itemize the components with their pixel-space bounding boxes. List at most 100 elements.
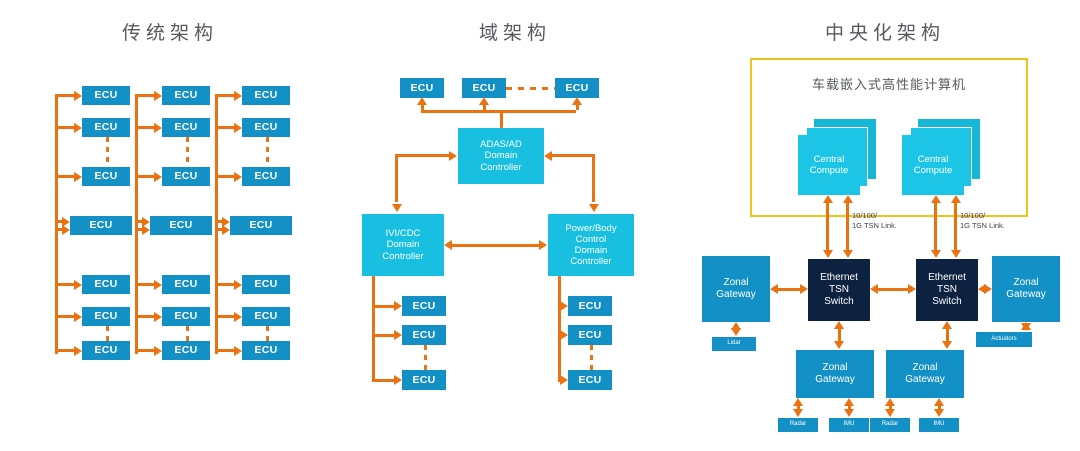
arrow-up-icon [479,97,489,105]
legacy-ecu-box[interactable]: ECU [242,307,290,326]
arrow-down-icon [950,250,961,258]
legacy-ecu-box[interactable]: ECU [242,167,290,186]
sensor-imu-box[interactable]: IMU [919,418,959,432]
arrow-right-icon [234,345,242,356]
legacy-ecu-box[interactable]: ECU [162,167,210,186]
legacy-ecu-box[interactable]: ECU [242,341,290,360]
legacy-ecu-box-label: ECU [254,344,278,357]
domain-link-adas-pb [592,154,595,202]
arrow-right-icon [154,122,162,133]
sensor-actuators-box[interactable]: Actuators [976,332,1032,347]
arrow-right-icon [74,279,82,290]
legacy-dashed-link [186,137,189,167]
legacy-feeder [55,315,75,318]
legacy-ecu-box[interactable]: ECU [150,216,212,235]
legacy-feeder [135,175,155,178]
legacy-dashed-link [266,326,269,341]
arrow-up-icon [844,398,854,406]
legacy-feeder [135,349,155,352]
legacy-ecu-box[interactable]: ECU [230,216,292,235]
sensor-radar-box-label: Radar [881,421,899,428]
legacy-bus-lower-col1 [55,228,58,354]
legacy-ecu-box[interactable]: ECU [82,167,130,186]
legacy-ecu-box-label: ECU [94,278,118,291]
legacy-feeder [135,228,143,231]
arrow-right-icon [154,345,162,356]
sensor-radar-box-label: Radar [789,421,807,428]
legacy-ecu-box[interactable]: ECU [70,216,132,235]
domain-left-feeder [372,304,395,308]
link-switch-bottom-gateway [945,329,949,342]
sensor-imu-box[interactable]: IMU [829,418,869,432]
sensor-lidar-box[interactable]: Lidar [712,337,756,351]
sensor-radar-box[interactable]: Radar [778,418,818,432]
arrow-down-icon [793,409,803,417]
legacy-ecu-box[interactable]: ECU [242,275,290,294]
domain-right-ecu-box[interactable]: ECU [568,296,612,316]
legacy-ecu-box[interactable]: ECU [82,275,130,294]
domain-top-ecu-box[interactable]: ECU [400,78,444,98]
arrow-up-icon [934,398,944,406]
arrow-left-icon [978,284,986,294]
domain-left-ecu-box[interactable]: ECU [402,296,446,316]
legacy-ecu-box[interactable]: ECU [162,86,210,105]
legacy-feeder [215,175,235,178]
arrow-right-icon [234,311,242,322]
legacy-ecu-box-label: ECU [174,310,198,323]
legacy-ecu-box[interactable]: ECU [82,86,130,105]
domain-left-feeder [372,378,395,382]
domain-left-ecu-box-label: ECU [412,299,436,312]
legacy-ecu-box[interactable]: ECU [242,86,290,105]
legacy-feeder [215,349,235,352]
tsn-link-line [954,203,957,251]
arrow-right-icon [222,224,230,235]
legacy-ecu-box[interactable]: ECU [162,275,210,294]
legacy-feeder [55,126,75,129]
arrow-down-icon [842,250,853,258]
domain-right-ecu-box[interactable]: ECU [568,370,612,390]
domain-top-ecu-box[interactable]: ECU [555,78,599,98]
sensor-imu-box-label: IMU [933,421,945,428]
legacy-dashed-link [266,137,269,167]
legacy-ecu-box[interactable]: ECU [162,307,210,326]
domain-left-ecu-box[interactable]: ECU [402,370,446,390]
domain-link-adas-pb [552,154,592,157]
domain-right-ecu-box-label: ECU [578,373,602,386]
legacy-ecu-box[interactable]: ECU [242,118,290,137]
legacy-ecu-box[interactable]: ECU [162,341,210,360]
domain-right-ecu-box[interactable]: ECU [568,325,612,345]
legacy-ecu-box[interactable]: ECU [82,307,130,326]
legacy-ecu-box[interactable]: ECU [82,118,130,137]
legacy-diagram-canvas: ECU ECU ECU ECU ECU ECU ECU ECU ECU ECU ECU ECU ECU E… [0,0,340,451]
tsn-link-line [846,203,849,251]
legacy-ecu-box[interactable]: ECU [82,341,130,360]
sensor-radar-box[interactable]: Radar [870,418,910,432]
hpc-boundary-box [750,58,1028,217]
arrow-down-icon [822,250,833,258]
domain-bus-top [420,110,576,113]
domain-top-ecu-box[interactable]: ECU [462,78,506,98]
arrow-down-icon [930,250,941,258]
arrow-right-icon [234,122,242,133]
domain-left-ecu-box[interactable]: ECU [402,325,446,345]
arrow-up-icon [417,97,427,105]
legacy-ecu-box[interactable]: ECU [162,118,210,137]
legacy-ecu-box-label: ECU [254,170,278,183]
arrow-right-icon [74,311,82,322]
